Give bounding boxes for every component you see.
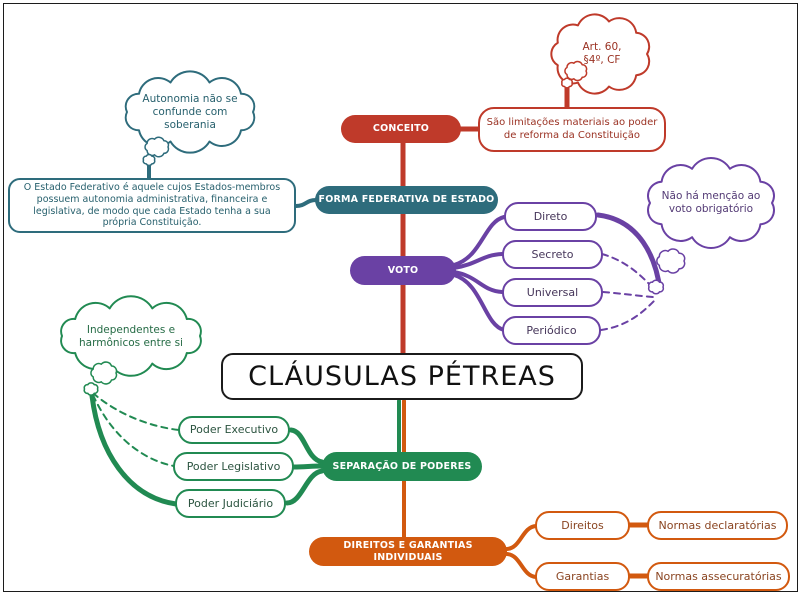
node-direitos-garantias[interactable]: DIREITOS E GARANTIAS INDIVIDUAIS: [309, 537, 507, 566]
node-forma-federativa[interactable]: FORMA FEDERATIVA DE ESTADO: [315, 186, 498, 214]
cloud-conceito[interactable]: Art. 60, §4º, CF: [582, 41, 622, 67]
connector: [452, 252, 504, 270]
cloud-puff-icon: [90, 361, 118, 385]
voto-item-periodico[interactable]: Periódico: [502, 316, 601, 345]
cloud-puff-icon: [83, 382, 99, 396]
thought-cloud[interactable]: [60, 295, 202, 377]
connector: [291, 463, 325, 470]
connector: [452, 270, 504, 294]
cloud-puff-icon: [564, 60, 588, 82]
cloud-puff-icon: [561, 77, 573, 89]
connector-dashed: [92, 392, 180, 431]
note-normas-declaratorias[interactable]: Normas declaratórias: [647, 511, 788, 540]
item-garantias[interactable]: Garantias: [535, 562, 630, 591]
connector-dashed: [600, 300, 655, 331]
cloud-puff-icon: [142, 153, 156, 167]
cloud-puff-icon: [647, 279, 665, 295]
node-conceito[interactable]: CONCEITO: [341, 115, 461, 143]
connector: [284, 468, 325, 506]
connector-dashed: [602, 291, 654, 298]
voto-item-secreto[interactable]: Secreto: [502, 240, 603, 269]
poder-legislativo[interactable]: Poder Legislativo: [173, 452, 294, 481]
node-voto[interactable]: VOTO: [350, 256, 456, 285]
cloud-puff-icon: [144, 136, 170, 158]
note-forma-federativa[interactable]: O Estado Federativo é aquele cujos Estad…: [8, 178, 296, 233]
voto-item-universal[interactable]: Universal: [502, 278, 603, 307]
thought-cloud[interactable]: [124, 70, 256, 154]
connector: [288, 427, 325, 465]
connector-dashed: [601, 253, 657, 292]
connector-dashed: [92, 394, 175, 467]
cloud-forma-federativa[interactable]: Autonomia não se confunde com soberania: [142, 93, 238, 132]
node-separacao-poderes[interactable]: SEPARAÇÃO DE PODERES: [322, 452, 482, 481]
note-normas-assecuratorias[interactable]: Normas assecuratórias: [647, 562, 790, 591]
connector: [505, 524, 538, 551]
voto-item-direto[interactable]: Direto: [504, 202, 597, 231]
cloud-puff-icon: [656, 248, 686, 274]
connector: [294, 198, 318, 208]
connector: [452, 273, 506, 332]
title-node[interactable]: CLÁUSULAS PÉTREAS: [221, 353, 583, 400]
connector: [452, 215, 506, 267]
poder-judiciario[interactable]: Poder Judiciário: [175, 489, 286, 518]
cloud-voto[interactable]: Não há menção ao voto obrigatório: [661, 190, 761, 216]
item-direitos[interactable]: Direitos: [535, 511, 630, 540]
thought-cloud[interactable]: [647, 156, 775, 250]
connector: [505, 552, 538, 579]
connector: [89, 393, 179, 507]
note-conceito[interactable]: São limitações materiais ao poder de ref…: [478, 107, 666, 152]
cloud-separacao-poderes[interactable]: Independentes e harmônicos entre si: [79, 324, 183, 350]
poder-executivo[interactable]: Poder Executivo: [178, 416, 290, 444]
connector: [595, 212, 663, 293]
